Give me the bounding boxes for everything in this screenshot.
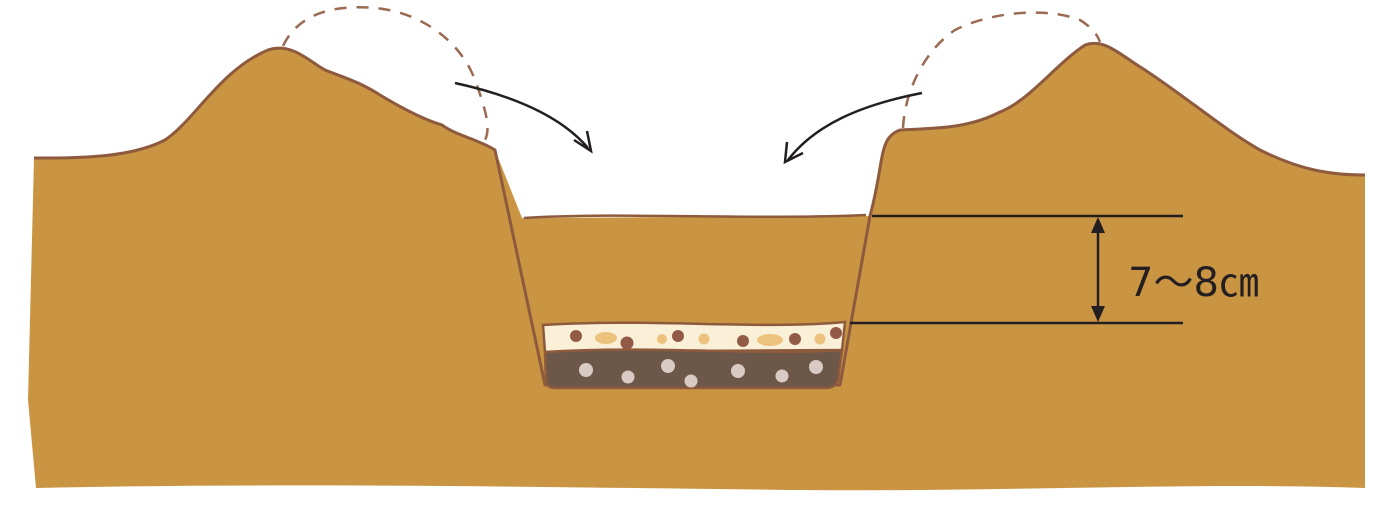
soil-outline	[33, 42, 1366, 387]
arrow-left-head	[573, 130, 593, 154]
arrow-right-to-trench	[787, 91, 923, 161]
dark-stone-layer	[543, 348, 844, 390]
sand-pebbles	[570, 327, 842, 350]
refill-surface-line	[523, 213, 867, 220]
bottom-stones	[579, 359, 823, 388]
soil-ground	[28, 43, 1365, 491]
arrow-right-head	[783, 141, 804, 165]
arrow-left-to-trench	[454, 81, 589, 149]
depth-label: 7～8㎝	[1128, 260, 1259, 306]
removed-soil-dashed-right	[901, 11, 1102, 129]
removed-soil-dashed-left	[281, 6, 489, 141]
measure-arrowhead-bottom	[1091, 306, 1105, 322]
measure-arrowhead-top	[1091, 217, 1105, 233]
